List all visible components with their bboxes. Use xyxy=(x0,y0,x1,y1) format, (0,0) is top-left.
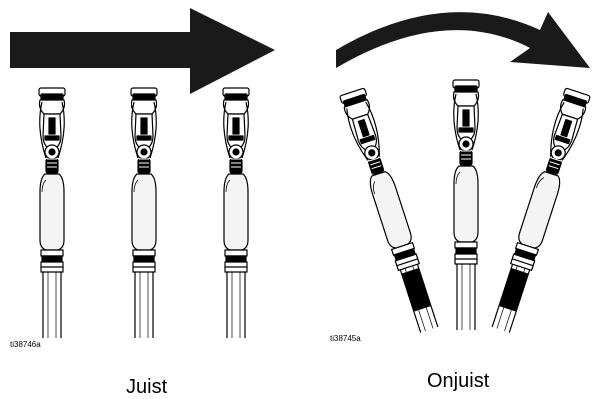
straight-arrow xyxy=(10,8,275,94)
curved-arrow xyxy=(336,12,590,68)
spray-gun xyxy=(223,88,249,338)
caption-incorrect: Onjuist xyxy=(427,370,489,393)
spray-gun xyxy=(488,88,590,334)
spray-gun xyxy=(453,80,479,330)
figure-reference-code: ti38746a xyxy=(10,340,41,349)
figure-reference-code: ti38745a xyxy=(330,334,361,343)
spray-gun xyxy=(131,88,157,338)
spray-gun xyxy=(39,88,65,338)
spray-gun xyxy=(340,88,442,334)
